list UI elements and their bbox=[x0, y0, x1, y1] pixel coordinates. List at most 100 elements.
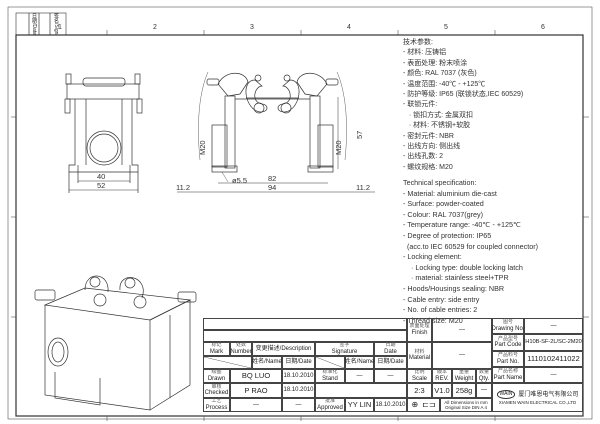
dim-52: 52 bbox=[97, 181, 105, 190]
drawn-date: 18.10.2010 bbox=[282, 369, 315, 383]
company-name-en: XIAMEN WAIN ELECTRICAL CO.,LTD bbox=[498, 400, 577, 405]
rev-en: REV. bbox=[435, 375, 449, 382]
spec-en-line: (acc.to IEC 60529 for coupled connector) bbox=[403, 241, 539, 251]
name-header: 姓名/Name bbox=[252, 356, 282, 369]
part-no-value-text: 1110102411022 bbox=[527, 353, 580, 363]
stand-date-value: — bbox=[387, 372, 394, 379]
frame-ticks bbox=[11, 30, 589, 421]
stand-name-value: — bbox=[356, 372, 363, 379]
approved-name: YY LIN bbox=[345, 398, 374, 412]
front-view bbox=[64, 73, 143, 193]
stand-en: Stand bbox=[322, 375, 338, 382]
stand-date: — bbox=[374, 369, 407, 383]
rev-cn: 版本 bbox=[436, 369, 447, 375]
part-no-cn: 产品料号 bbox=[497, 352, 518, 358]
process-date: — bbox=[282, 398, 315, 412]
mark-cn: 标记 bbox=[211, 342, 222, 348]
dim-82: 82 bbox=[268, 174, 276, 183]
spec-en-line: - Surface: powder-coated bbox=[403, 199, 484, 209]
mark-en: Mark bbox=[209, 348, 224, 355]
dim-m20-right: M20 bbox=[334, 140, 343, 155]
rev-value: V1.0 bbox=[432, 383, 452, 398]
isometric-view bbox=[34, 275, 197, 411]
spec-en-title: Technical specification: bbox=[403, 178, 477, 187]
part-name-en: Part Name bbox=[493, 374, 523, 381]
part-name-value: — bbox=[524, 367, 583, 383]
spec-cn-line: · 材料: 不锈钢+软胶 bbox=[403, 122, 471, 130]
spec-en-line: - Hoods/Housings sealing: NBR bbox=[403, 283, 505, 293]
cone-projection-icon: ⊏⊐ bbox=[422, 399, 436, 409]
dim-hole: ø5.5 bbox=[232, 176, 247, 185]
approved-date-value: 18.10.2010 bbox=[375, 401, 406, 408]
spec-en-line: - Locking element: bbox=[403, 252, 462, 262]
qty-value-text: — bbox=[481, 387, 487, 394]
date-en: Date bbox=[384, 348, 397, 355]
spec-en-line: · Locking type: double locking latch bbox=[403, 262, 523, 272]
spec-en-line: - Cable entry: side entry bbox=[403, 294, 480, 304]
inner-border bbox=[15, 34, 584, 417]
units-note-line: All Dimensions in mm bbox=[444, 400, 488, 405]
checked-date: 18.10.2010 bbox=[282, 383, 315, 398]
drawn-en: Drawn bbox=[207, 375, 226, 382]
drawing-no-value: — bbox=[524, 318, 583, 334]
material-value-text: — bbox=[459, 352, 465, 359]
spec-cn-line: - 密封元件: NBR bbox=[403, 132, 454, 140]
drawn-cn: 绘图 bbox=[211, 369, 222, 375]
weight-en: Weight bbox=[454, 375, 474, 382]
spec-cn-title: 技术参数: bbox=[403, 39, 433, 46]
checked-date-value: 18.10.2010 bbox=[283, 387, 314, 394]
spec-cn-line: · 锁扣方式: 金属双扣 bbox=[403, 111, 473, 119]
dim-11-2-left: 11.2 bbox=[176, 183, 190, 192]
date-header-2: 日期/Date bbox=[374, 356, 407, 369]
part-name-cn: 产品名称 bbox=[497, 368, 518, 374]
part-no-en: Part No. bbox=[496, 358, 519, 365]
diagonal-cell bbox=[203, 356, 252, 369]
spec-en-line: - Temperature range: -40℃ - +125℃ bbox=[403, 220, 522, 230]
spec-en-line: - Thread size: M20 bbox=[403, 315, 463, 325]
company-name-cn: 厦门唯恩电气有限公司 bbox=[518, 391, 579, 398]
approved-en: Approved bbox=[317, 404, 343, 411]
signature-cn: 签字 bbox=[339, 342, 350, 348]
revision-row-blank bbox=[203, 318, 407, 330]
name-header-2-label: 姓名/Name bbox=[344, 359, 375, 366]
description-label: 变更描述/Description bbox=[255, 345, 312, 352]
dim-57: 57 bbox=[355, 131, 364, 139]
process-cn: 工艺 bbox=[211, 398, 222, 404]
process-en: Process bbox=[205, 404, 228, 411]
name-header-label: 姓名/Name bbox=[252, 359, 282, 366]
company-logo: WAIN bbox=[496, 390, 516, 399]
part-code-value: H10B-SF-2L/SC-2M20 bbox=[524, 334, 583, 351]
finish-value-text: — bbox=[459, 326, 465, 333]
part-name-value-text: — bbox=[550, 371, 557, 378]
drawn-name-value: BQ LUO bbox=[241, 371, 271, 380]
date-header-2-label: 日期/Date bbox=[377, 359, 404, 366]
spec-cn-line: - 联锁元件: bbox=[403, 101, 438, 109]
date-header: 日期/Date bbox=[282, 356, 315, 369]
spec-cn-line: - 材料: 压铸铝 bbox=[403, 49, 447, 57]
outer-border bbox=[7, 6, 593, 420]
approved-name-value: YY LIN bbox=[347, 400, 372, 409]
part-code-value-text: H10B-SF-2L/SC-2M20 bbox=[525, 339, 582, 346]
spec-en: Technical specification:- Material: alum… bbox=[403, 178, 538, 326]
drawn-name: BQ LUO bbox=[230, 369, 282, 383]
part-code-cn: 产品型号 bbox=[497, 335, 518, 342]
qty-en: Qty. bbox=[478, 375, 490, 382]
dim-40: 40 bbox=[97, 172, 105, 181]
checked-name: P RAO bbox=[230, 383, 282, 398]
spec-en-line: · material: stainless steel+TPR bbox=[403, 273, 509, 283]
qty-cn: 数量 bbox=[478, 369, 489, 375]
part-code-en: Part Code bbox=[494, 342, 522, 348]
scale-en: Scale bbox=[411, 375, 427, 382]
